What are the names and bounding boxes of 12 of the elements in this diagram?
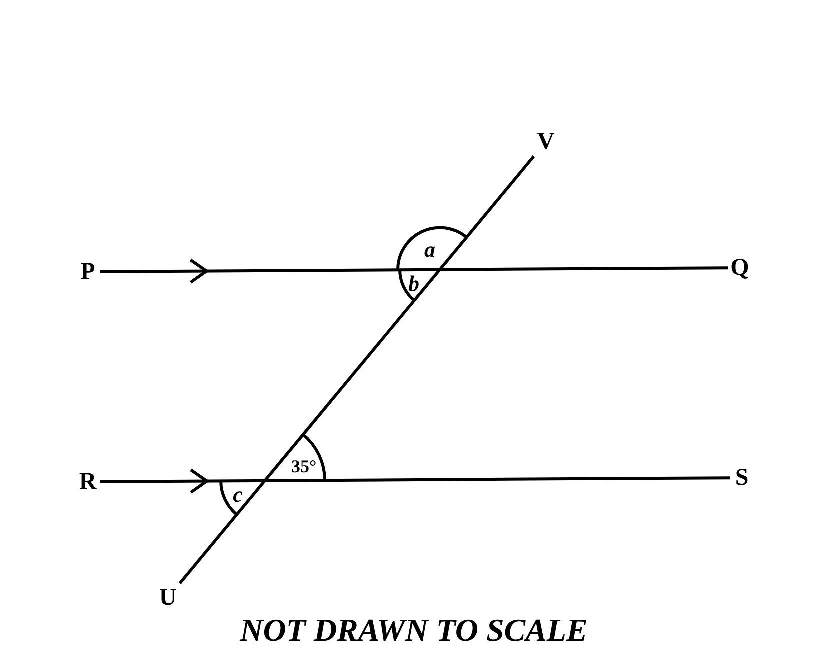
- caption: NOT DRAWN TO SCALE: [240, 612, 588, 648]
- point-label: P: [76, 257, 100, 287]
- point-label: U: [156, 583, 180, 613]
- angle-label: 35°: [291, 456, 317, 478]
- line: [178, 156, 536, 584]
- point-label: Q: [728, 253, 752, 283]
- angle-label: a: [424, 236, 436, 263]
- angle-label: c: [233, 482, 243, 508]
- point-label: S: [730, 463, 754, 493]
- angle-label: b: [408, 270, 420, 297]
- point-label: R: [76, 467, 100, 497]
- point-label: V: [534, 127, 558, 157]
